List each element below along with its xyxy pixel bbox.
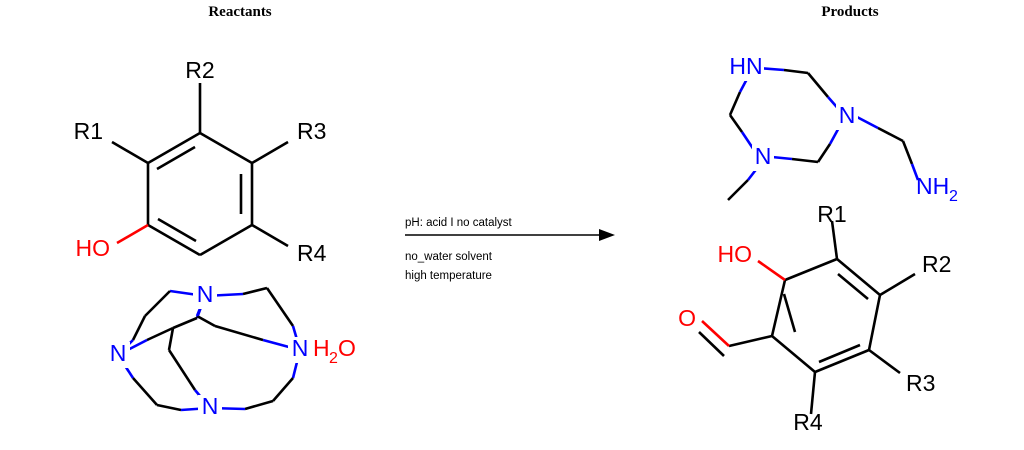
benzaldehyde-label-r1: R1: [817, 201, 846, 227]
benzaldehyde-label-r2: R2: [922, 251, 951, 277]
reactant-hexamine-hydrate: N N N N H 2 O: [95, 278, 360, 428]
triazinane-atom-labels: HN N N NH 2: [728, 53, 958, 205]
reaction-conditions: pH: acid I no catalyst no_water solvent …: [405, 214, 620, 286]
benzaldehyde-label-carbonyl: O: [678, 305, 696, 331]
phenol-ring-bonds: [146, 131, 254, 257]
hexamine-label-n-left: N: [110, 340, 127, 366]
condition-temperature: high temperature: [405, 270, 492, 282]
triazinane-ring-bonds: [728, 66, 844, 164]
triazinane-label-n-right: N: [839, 102, 856, 128]
product-aminomethyl-triazinane: HN N N NH 2: [700, 40, 970, 205]
aminomethyl-bond: [901, 140, 914, 165]
triazinane-label-n-methylated: N: [755, 143, 772, 169]
phenol-label-r1: R1: [74, 118, 103, 144]
amine-label-nh: NH: [916, 173, 949, 199]
triazinane-label-nh: HN: [729, 53, 762, 79]
benzaldehyde-label-r3: R3: [906, 370, 935, 396]
hexamine-label-n-bottom: N: [202, 393, 219, 419]
aminomethyl-bond-blue: [910, 163, 920, 181]
condition-solvent: no_water solvent: [405, 251, 492, 263]
hexamine-atom-labels: N N N N: [106, 281, 312, 421]
phenol-substituent-bonds: [111, 83, 289, 248]
benzaldehyde-substituent-bonds: [698, 220, 916, 415]
water-label-h: H: [313, 335, 330, 361]
triazinane-nmethyl-bond: [727, 179, 749, 201]
hexamine-label-n-top: N: [197, 281, 214, 307]
amine-label-sub: 2: [949, 188, 958, 205]
hexamine-cage-bonds: [116, 286, 302, 412]
hexamine-label-n-right: N: [292, 335, 309, 361]
triazinane-arm-bond: [877, 126, 904, 143]
benzaldehyde-label-r4: R4: [793, 409, 823, 435]
triazinane-arm-bond-blue: [856, 115, 879, 130]
benzaldehyde-atom-labels: HO O R1 R2 R3 R4: [678, 201, 951, 435]
phenol-label-r2: R2: [185, 57, 214, 83]
benzaldehyde-ring-bonds: [770, 257, 882, 374]
phenol-label-r4: R4: [297, 240, 327, 266]
phenol-label-hydroxyl: HO: [76, 235, 111, 261]
water-label-o: O: [338, 335, 356, 361]
product-hydroxy-benzaldehyde: HO O R1 R2 R3 R4: [672, 201, 972, 438]
water-label-sub: 2: [329, 350, 338, 367]
reactant-substituted-phenol: R2 R1 R3 R4 HO: [55, 50, 355, 285]
hexamine-water-label: H 2 O: [313, 335, 356, 367]
products-panel-title: Products: [821, 4, 879, 20]
reaction-arrow: [403, 226, 618, 251]
benzaldehyde-label-hydroxyl: HO: [718, 241, 753, 267]
reactants-panel-title: Reactants: [208, 4, 272, 20]
phenol-label-r3: R3: [297, 118, 326, 144]
condition-ph: pH: acid I no catalyst: [405, 217, 512, 229]
